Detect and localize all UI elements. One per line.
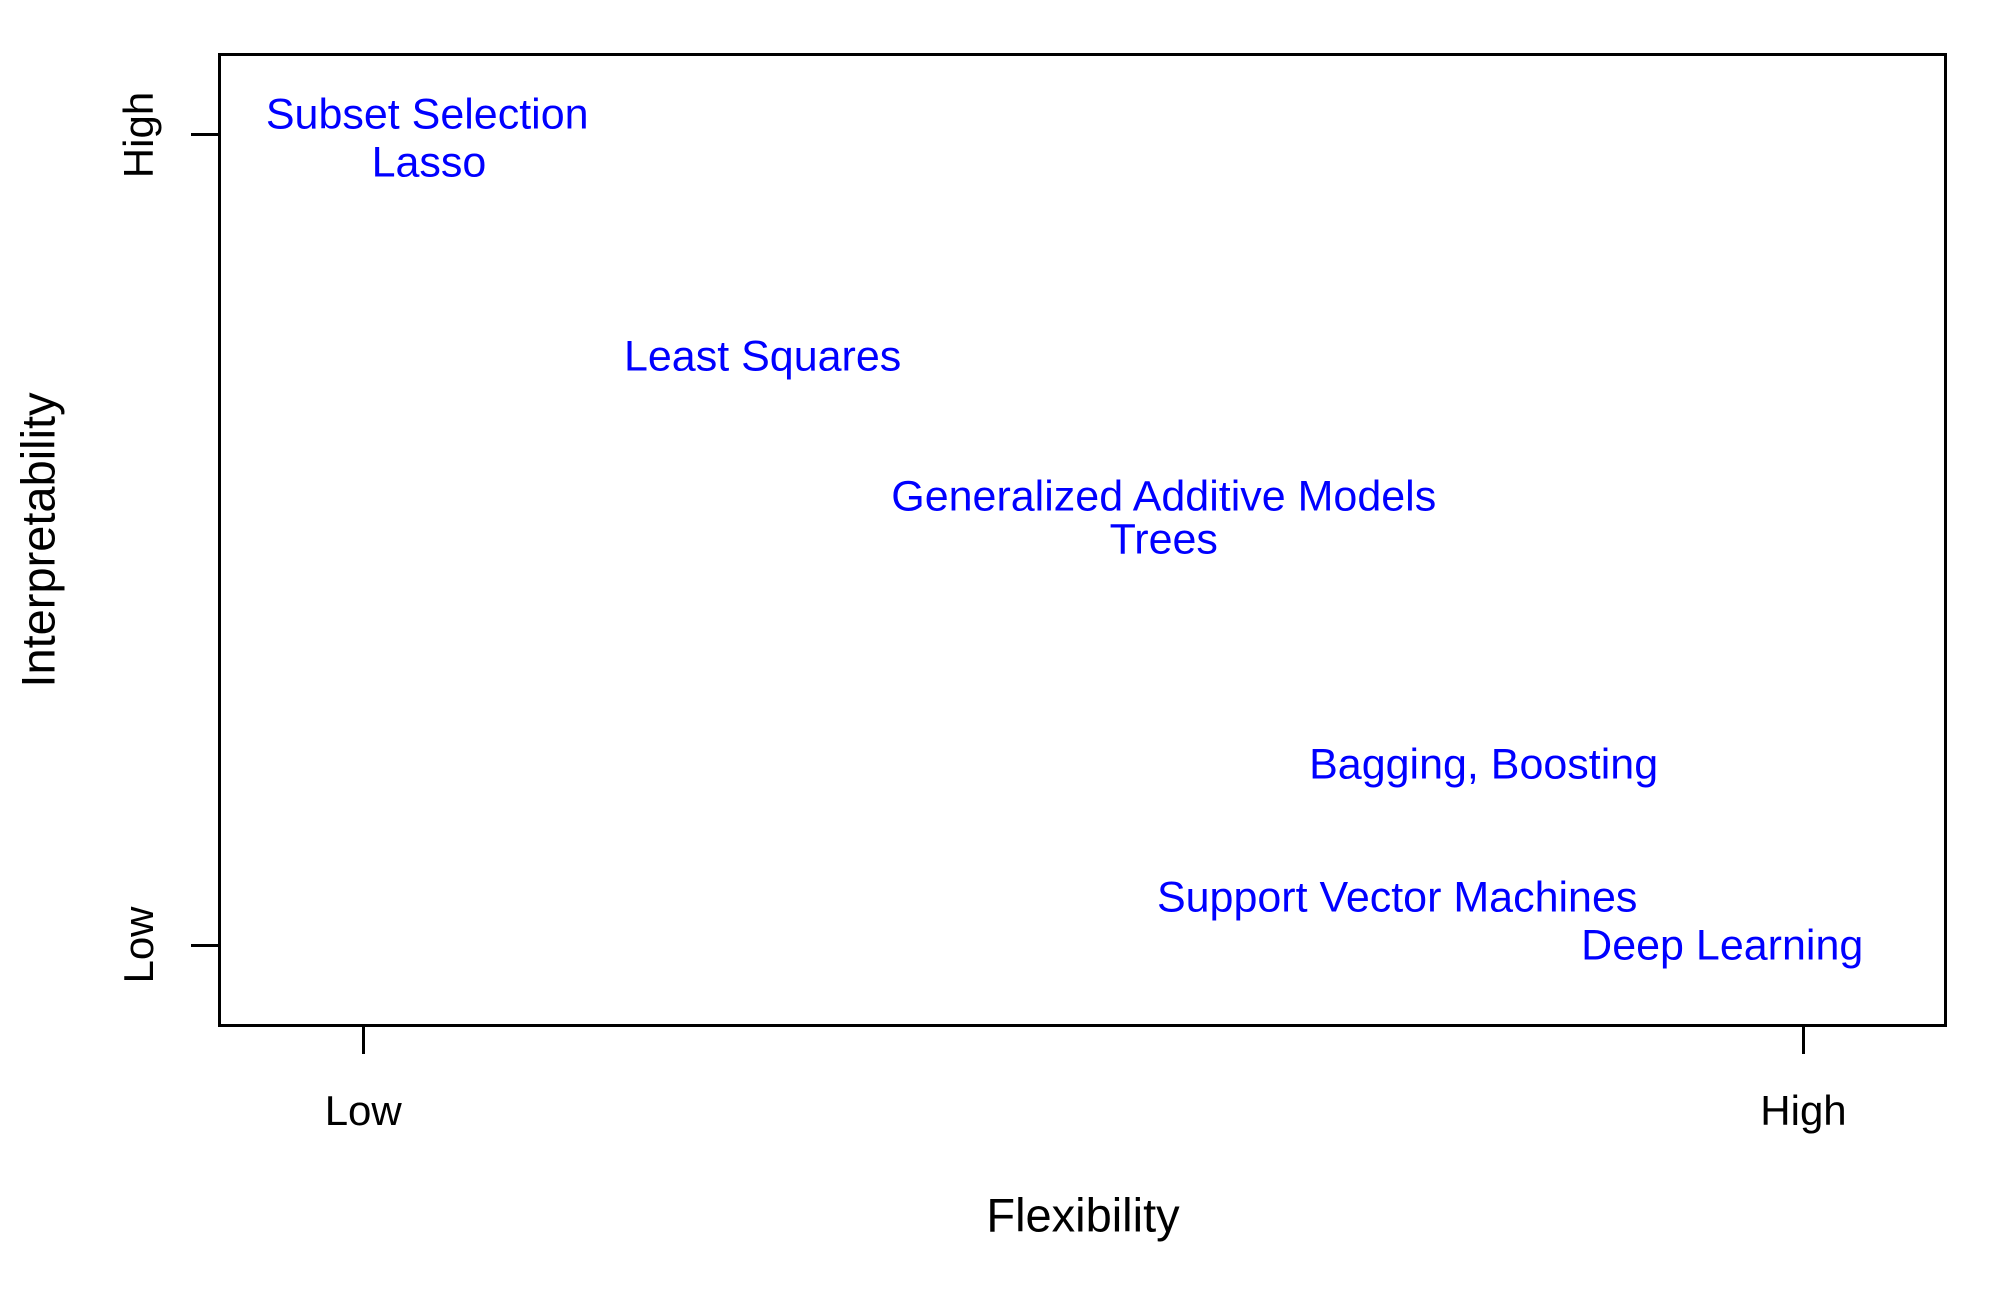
y-tick bbox=[191, 133, 218, 137]
method-label-deep-learning: Deep Learning bbox=[1581, 921, 1864, 970]
y-tick-label: High bbox=[115, 91, 162, 179]
method-label-generalized-additive-models: Generalized Additive Models bbox=[891, 472, 1437, 521]
y-tick-label: Low bbox=[115, 906, 162, 984]
method-label-subset-selection: Subset Selection bbox=[265, 90, 589, 139]
x-tick bbox=[361, 1027, 365, 1054]
method-label-support-vector-machines: Support Vector Machines bbox=[1156, 873, 1638, 922]
y-axis-title: Interpretability bbox=[11, 392, 65, 688]
plot-area bbox=[218, 53, 1947, 1027]
method-label-bagging-boosting: Bagging, Boosting bbox=[1309, 740, 1659, 789]
y-tick bbox=[191, 943, 218, 947]
method-label-lasso: Lasso bbox=[371, 138, 487, 187]
method-label-trees: Trees bbox=[1109, 515, 1218, 564]
x-tick bbox=[1801, 1027, 1805, 1054]
method-label-least-squares: Least Squares bbox=[623, 332, 902, 381]
x-tick-label: High bbox=[1760, 1087, 1847, 1134]
x-axis-title: Flexibility bbox=[986, 1188, 1180, 1242]
x-tick-label: Low bbox=[324, 1087, 402, 1134]
